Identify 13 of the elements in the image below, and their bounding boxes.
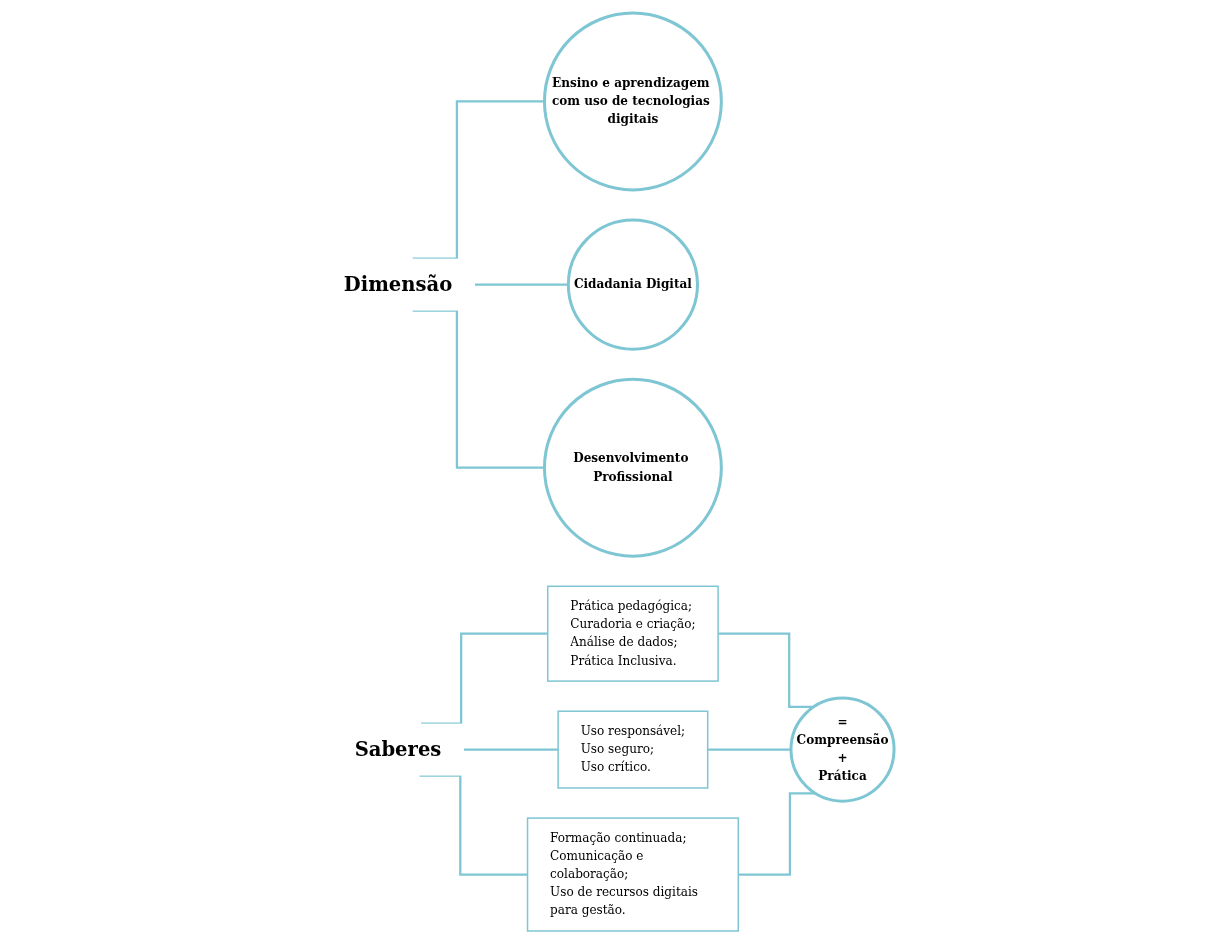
node-box: Uso responsável; Uso seguro; Uso crítico. (557, 709, 709, 789)
node-circle: Desenvolvimento Profissional (543, 377, 724, 558)
connector (413, 99, 545, 260)
node-circle: Cidadania Digital (567, 218, 700, 351)
node-circle: = Compreensão + Prática (789, 696, 896, 803)
connector (421, 632, 549, 725)
connector (738, 791, 816, 876)
connector (464, 747, 559, 751)
node-circle: Ensino e aprendizagem com uso de tecnologias digitais (543, 11, 724, 191)
node-box: Prática pedagógica; Curadoria e criação; Análise de dados; Prática Inclusiva. (547, 585, 720, 682)
connector (419, 773, 528, 876)
connector (413, 308, 545, 469)
node-box: Formação continuada; Comunicação e colaboração; Uso de recursos digitais para gestão. (527, 816, 740, 932)
